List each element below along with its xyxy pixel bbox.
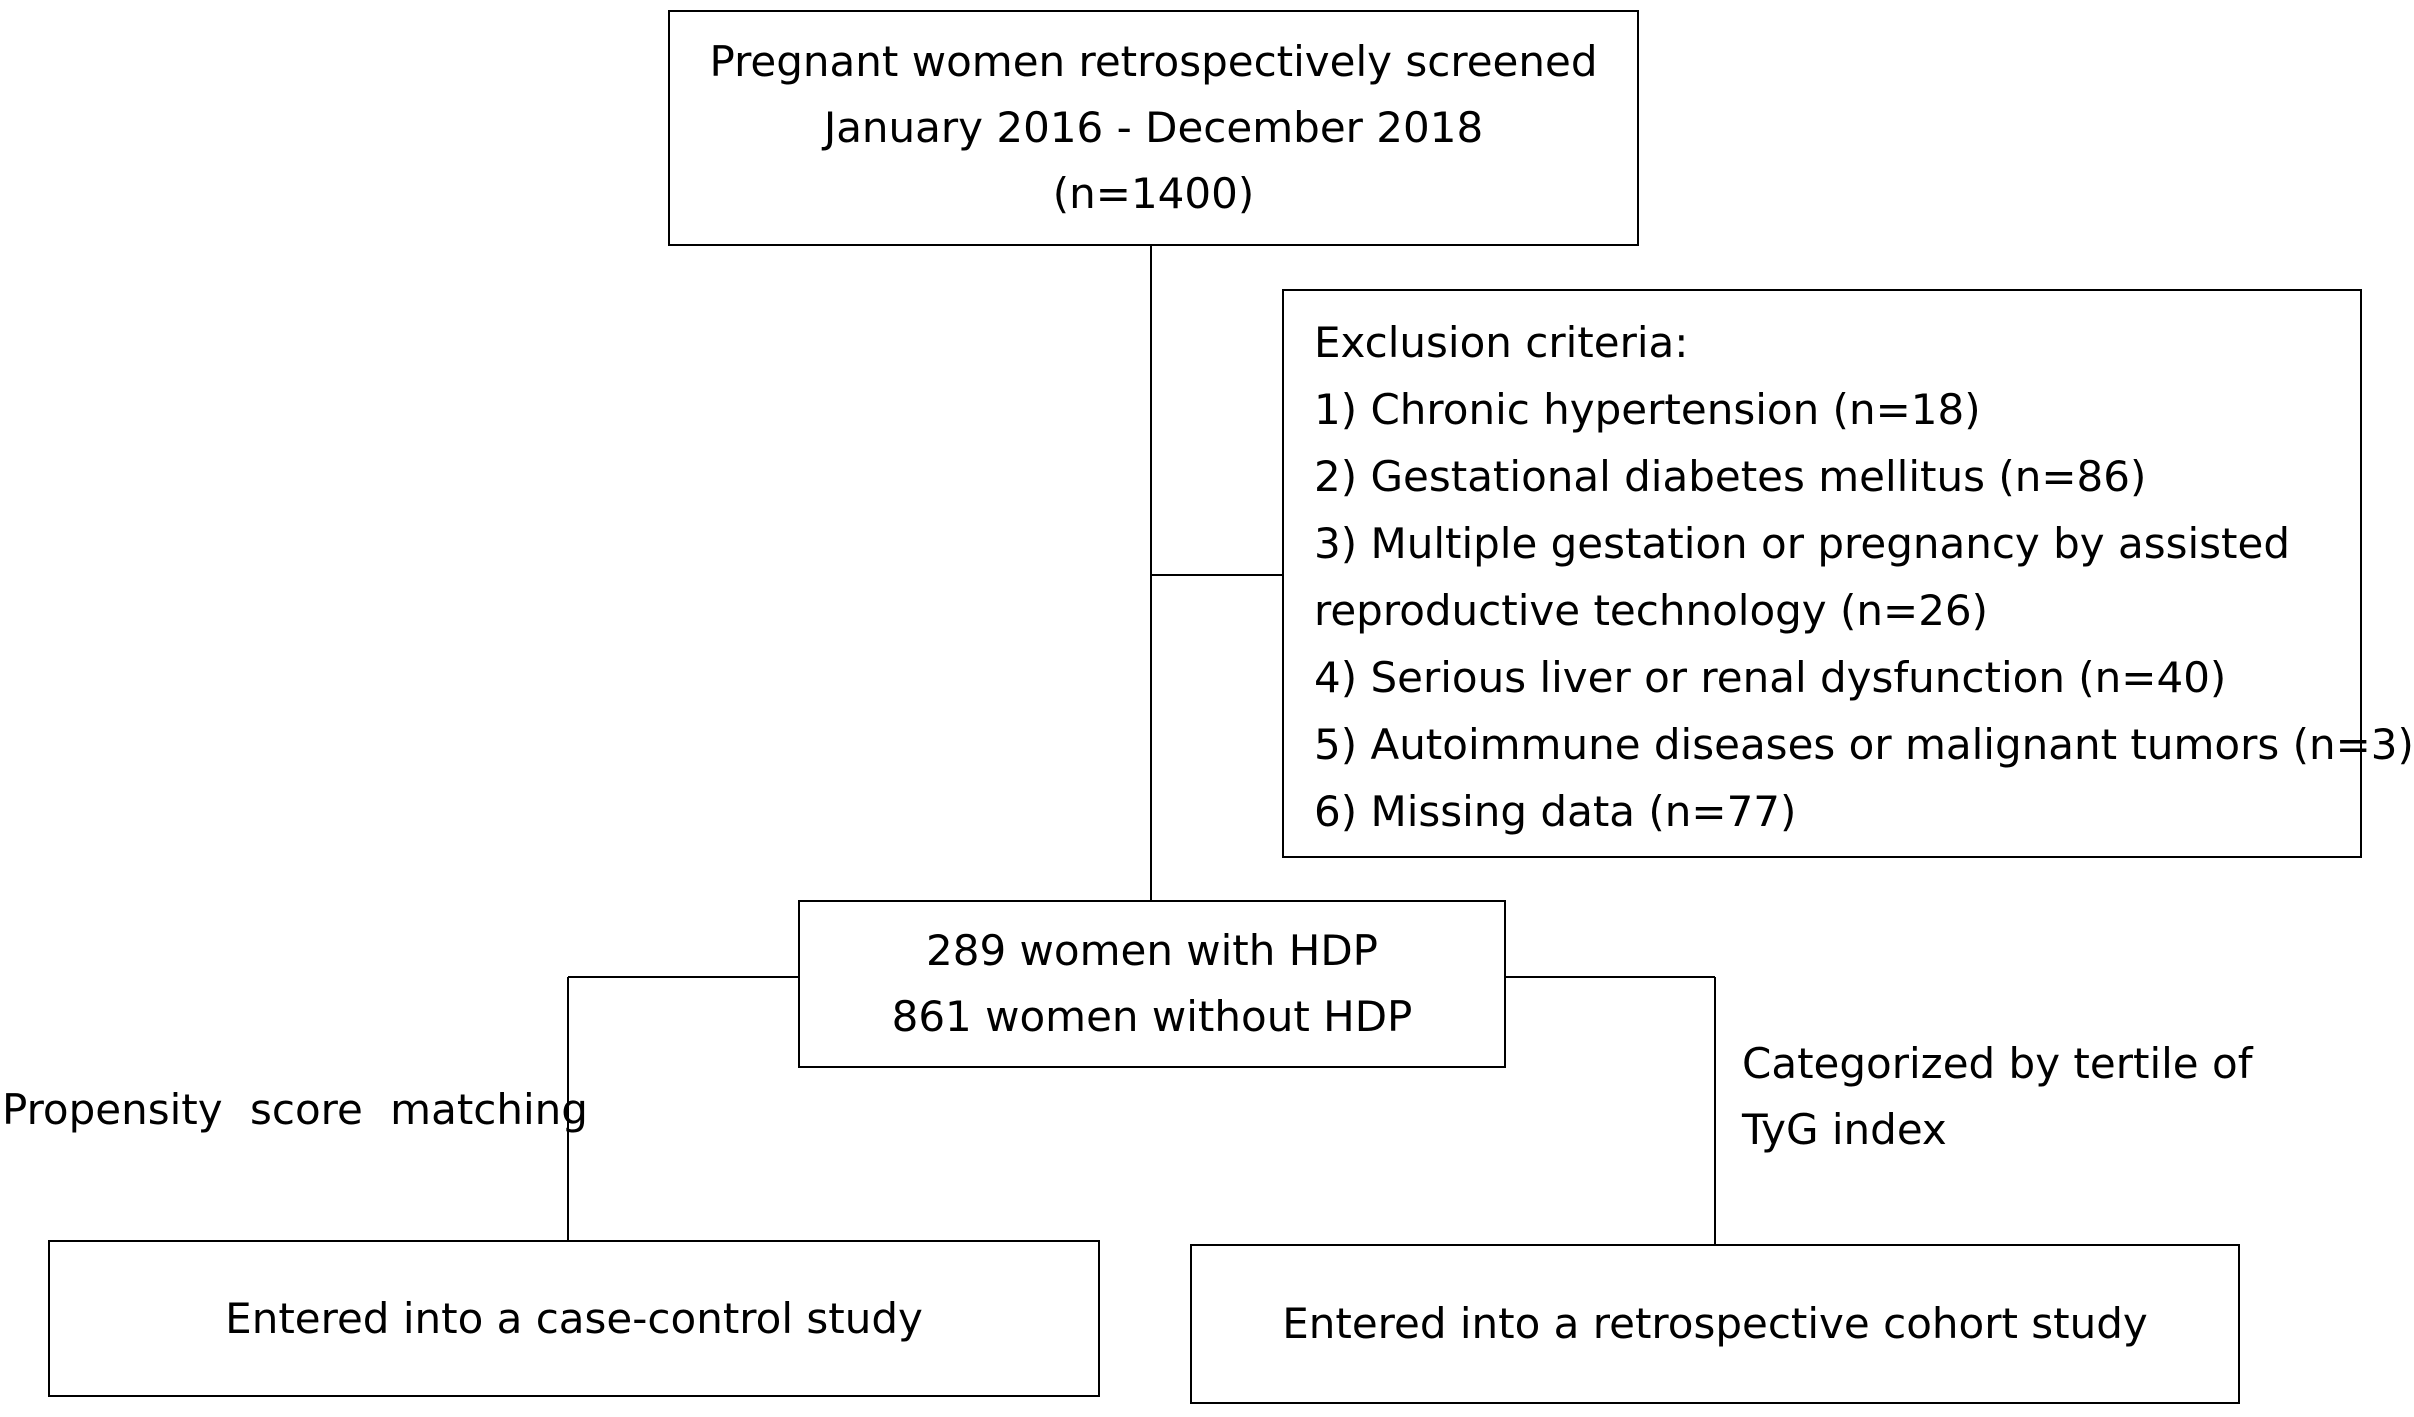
groups-box: 289 women with HDP 861 women without HDP: [798, 900, 1506, 1068]
exclusion-item: 5) Autoimmune diseases or malignant tumo…: [1314, 720, 2414, 769]
retrospective-cohort-study-label: Entered into a retrospective cohort stud…: [1282, 1299, 2148, 1348]
exclusion-item: 4) Serious liver or renal dysfunction (n…: [1314, 653, 2227, 702]
screened-box: Pregnant women retrospectively screened …: [668, 10, 1639, 246]
exclusion-criteria-box: Exclusion criteria: 1) Chronic hypertens…: [1282, 289, 2414, 858]
screened-date-range: January 2016 - December 2018: [823, 103, 1484, 152]
case-control-study-box: Entered into a case-control study: [48, 1240, 1100, 1397]
propensity-score-matching-label: Propensity score matching: [2, 1085, 588, 1134]
case-control-study-label: Entered into a case-control study: [225, 1293, 923, 1343]
screened-title: Pregnant women retrospectively screened: [709, 37, 1598, 86]
exclusion-item: 2) Gestational diabetes mellitus (n=86): [1314, 452, 2147, 501]
tertile-label-line2: TyG index: [1742, 1105, 1947, 1154]
tertile-label-line1: Categorized by tertile of: [1742, 1039, 2253, 1088]
connector-lines: [567, 246, 1716, 1244]
exclusion-title: Exclusion criteria:: [1314, 318, 1689, 367]
non-hdp-group-count: 861 women without HDP: [891, 992, 1413, 1041]
exclusion-item-continuation: reproductive technology (n=26): [1314, 586, 1989, 635]
retrospective-cohort-study-box: Entered into a retrospective cohort stud…: [1190, 1244, 2240, 1404]
exclusion-item: 3) Multiple gestation or pregnancy by as…: [1314, 519, 2291, 568]
hdp-group-count: 289 women with HDP: [926, 926, 1378, 975]
exclusion-item: 6) Missing data (n=77): [1314, 787, 1797, 836]
exclusion-item: 1) Chronic hypertension (n=18): [1314, 385, 1981, 434]
screened-count: (n=1400): [1052, 169, 1255, 218]
